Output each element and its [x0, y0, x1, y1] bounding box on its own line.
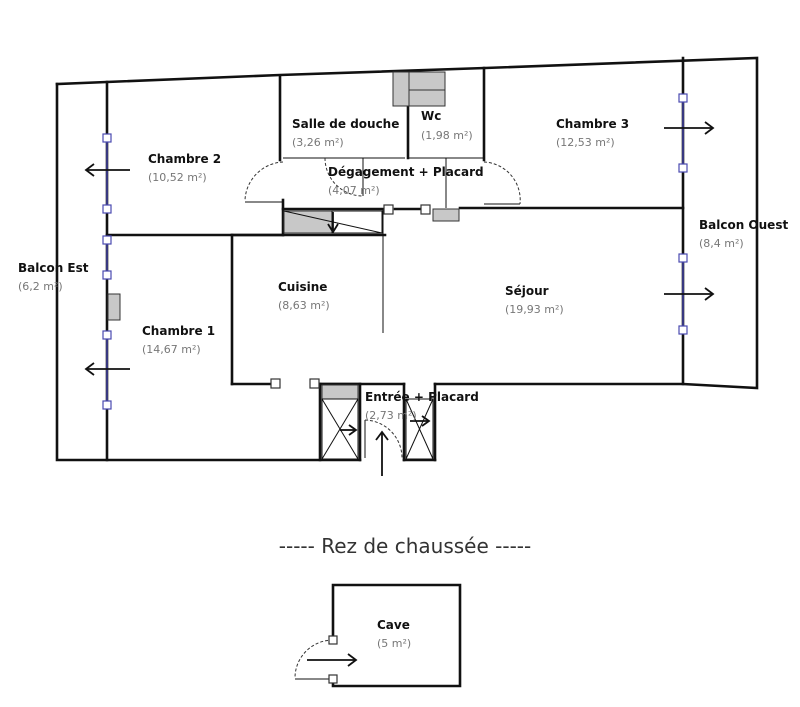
room-area-degagement: (4,07 m²) [328, 184, 380, 197]
stairs-block [331, 210, 383, 234]
window-marker [678, 325, 688, 335]
room-name-chambre1: Chambre 1 [142, 324, 215, 338]
room-name-degagement: Dégagement + Placard [328, 165, 484, 179]
door-marker [420, 204, 431, 215]
room-area-cuisine: (8,63 m²) [278, 299, 330, 312]
room-name-salle-de-douche: Salle de douche [292, 117, 399, 131]
room-name-wc: Wc [421, 109, 441, 123]
radiator [432, 208, 460, 222]
door-marker [328, 635, 338, 645]
room-name-chambre2: Chambre 2 [148, 152, 221, 166]
stair-line [405, 398, 434, 460]
window-marker [102, 270, 112, 280]
window-marker [678, 253, 688, 263]
floor-title: ----- Rez de chaussée ----- [279, 534, 531, 558]
arrow-chambre3 [664, 121, 715, 135]
room-name-balcon-ouest: Balcon Ouest [699, 218, 788, 232]
room-area-entree: (2,73 m²) [365, 409, 417, 422]
arrow-entrance [375, 430, 389, 476]
stairs-entree-box2 [405, 398, 434, 460]
door-swing-entree [364, 419, 403, 459]
door-marker [309, 378, 320, 389]
room-name-balcon-est: Balcon Est [18, 261, 89, 275]
arrow-chambre2 [84, 163, 130, 177]
stairs-entree [321, 384, 359, 400]
stairs-entree-box [321, 398, 359, 460]
outer-wall [55, 82, 362, 462]
stairs-block [392, 71, 410, 107]
room-area-balcon-est: (6,2 m²) [18, 280, 63, 293]
door-marker [328, 674, 338, 684]
window-marker [102, 400, 112, 410]
window-marker [678, 93, 688, 103]
arrow-degagement [327, 212, 339, 234]
arrow-cave [307, 653, 358, 667]
window-marker [102, 204, 112, 214]
room-name-cave: Cave [377, 618, 410, 632]
room-area-chambre2: (10,52 m²) [148, 171, 207, 184]
room-name-cuisine: Cuisine [278, 280, 327, 294]
cave-wall [331, 583, 462, 688]
room-area-sejour: (19,93 m²) [505, 303, 564, 316]
door-swing-chambre3 [483, 161, 521, 205]
stairs-block [283, 210, 333, 234]
arrow-entree-stairs [340, 424, 358, 436]
window-marker [102, 330, 112, 340]
room-name-chambre3: Chambre 3 [556, 117, 629, 131]
door-marker [270, 378, 281, 389]
arrow-chambre1 [84, 362, 130, 376]
arrow-sejour [664, 287, 715, 301]
arrow-entree-placard [410, 415, 431, 427]
window-marker [102, 133, 112, 143]
room-area-salle-de-douche: (3,26 m²) [292, 136, 344, 149]
door-marker [383, 204, 394, 215]
room-area-chambre1: (14,67 m²) [142, 343, 201, 356]
room-area-cave: (5 m²) [377, 637, 411, 650]
stairs-block [408, 89, 446, 107]
stairs-block [408, 71, 446, 91]
room-name-entree: Entrée + Placard [365, 390, 479, 404]
room-name-sejour: Séjour [505, 284, 549, 298]
room-area-wc: (1,98 m²) [421, 129, 473, 142]
window-marker [678, 163, 688, 173]
stair-line [321, 398, 359, 460]
room-area-balcon-ouest: (8,4 m²) [699, 237, 744, 250]
window-marker [102, 235, 112, 245]
door-swing-cave [294, 639, 334, 679]
door-swing-douche [324, 157, 364, 197]
room-area-chambre3: (12,53 m²) [556, 136, 615, 149]
radiator [107, 293, 121, 321]
door-swing-chambre2 [244, 161, 284, 201]
